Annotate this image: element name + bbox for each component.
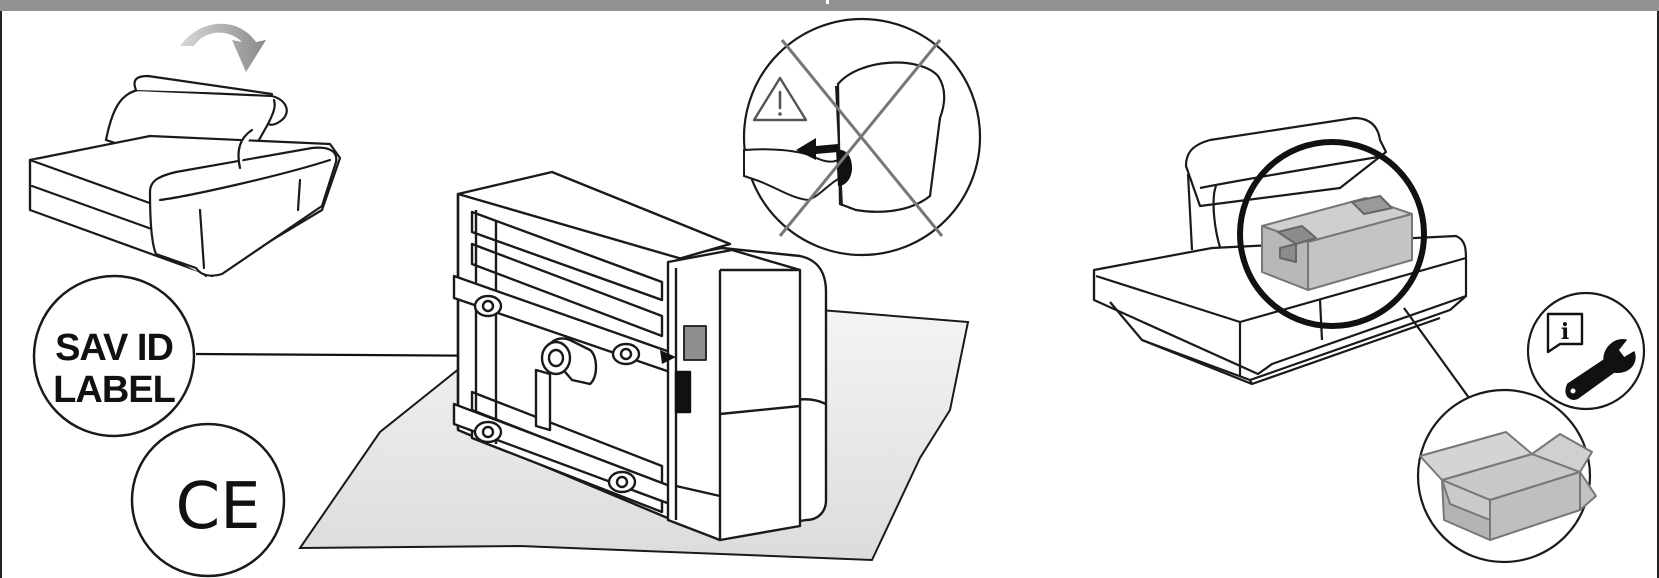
open-cardboard-box-icon [1419, 431, 1597, 541]
rotate-arrow-icon [180, 23, 266, 72]
open-box-badge [1416, 388, 1597, 564]
frame-left-border [0, 11, 2, 578]
sofa-frame-bottom-view [452, 170, 828, 542]
sofa-module-left [28, 74, 342, 278]
wrench-icon [1565, 339, 1636, 400]
info-glyph: i [1561, 319, 1569, 345]
sav-id-label-badge: SAV ID LABEL [32, 274, 196, 438]
leader-arrow-head [660, 350, 676, 364]
sav-label-line2: LABEL [53, 369, 175, 411]
top-bar [0, 0, 1659, 11]
warning-triangle-icon [752, 76, 808, 122]
ce-mark-badge: CE [130, 422, 286, 578]
top-bar-mark [826, 0, 829, 4]
info-document-icon: i [1546, 312, 1584, 354]
service-info-badge: i [1526, 291, 1646, 411]
package-magnifier [1237, 139, 1473, 403]
sav-label-line1: SAV ID [55, 327, 173, 369]
do-not-pull-warning [742, 17, 982, 257]
package-box [1261, 195, 1413, 291]
frame-right-border [1657, 11, 1659, 578]
ce-mark-text: CE [175, 470, 260, 544]
